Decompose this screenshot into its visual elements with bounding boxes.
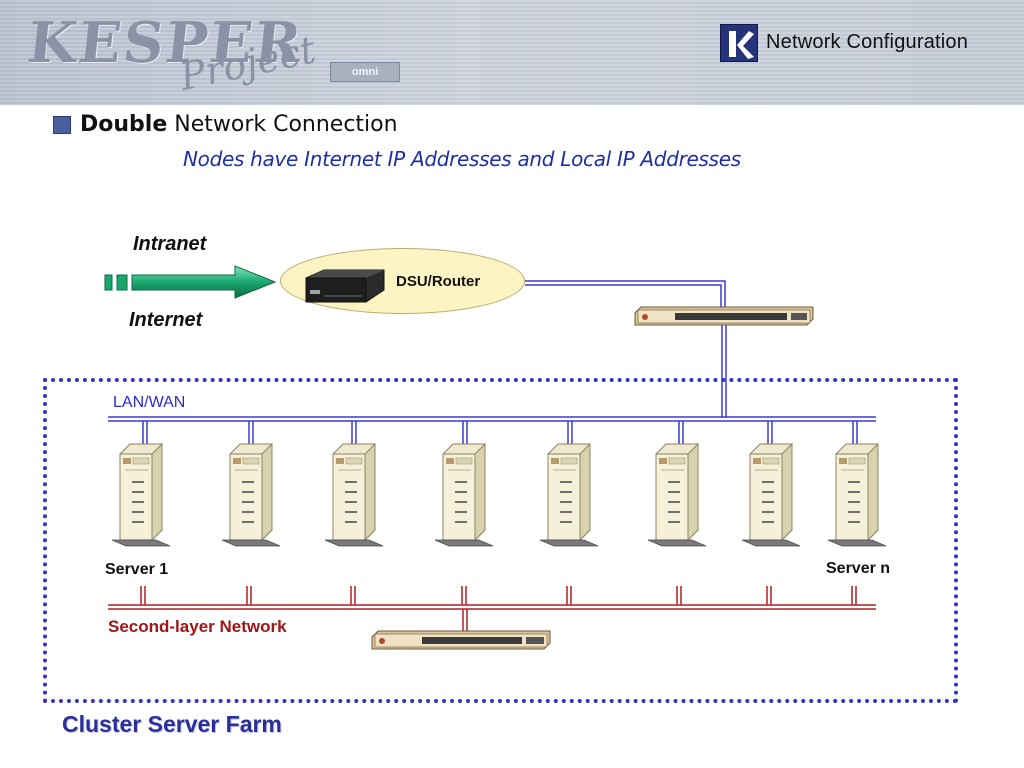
second-layer-drops xyxy=(140,586,857,632)
heading-rest: Network Connection xyxy=(167,112,398,137)
second-layer-bus xyxy=(108,604,876,610)
server-first-label: Server 1 xyxy=(105,561,169,578)
internet-label: Internet xyxy=(129,309,203,331)
cluster-boundary xyxy=(43,378,958,703)
lan-wan-label: LAN/WAN xyxy=(113,394,186,411)
header-banner xyxy=(0,0,1024,105)
k-logo-icon xyxy=(720,24,758,62)
arrow-right-icon xyxy=(104,265,277,299)
intranet-label: Intranet xyxy=(133,233,207,255)
logo-badge: omni xyxy=(330,62,400,82)
lan-drops xyxy=(142,421,858,444)
router-device-icon xyxy=(305,269,385,303)
section-subtitle: Nodes have Internet IP Addresses and Loc… xyxy=(183,147,741,171)
cluster-caption: Cluster Server Farm xyxy=(62,711,282,737)
bullet-square-icon xyxy=(53,116,71,134)
header-banner-overlay xyxy=(0,0,1024,105)
lan-wan-bus xyxy=(108,416,876,422)
switch-lan-link xyxy=(721,325,727,418)
network-switch-icon xyxy=(634,306,814,326)
network-switch-icon xyxy=(371,630,551,650)
page-title: Network Configuration xyxy=(766,31,969,53)
heading-bold: Double xyxy=(80,112,168,137)
router-uplink xyxy=(525,280,726,307)
router-label: DSU/Router xyxy=(396,273,481,290)
second-layer-label: Second-layer Network xyxy=(108,617,287,636)
section-heading: Double Network Connection xyxy=(80,112,398,137)
server-last-label: Server n xyxy=(826,560,891,577)
